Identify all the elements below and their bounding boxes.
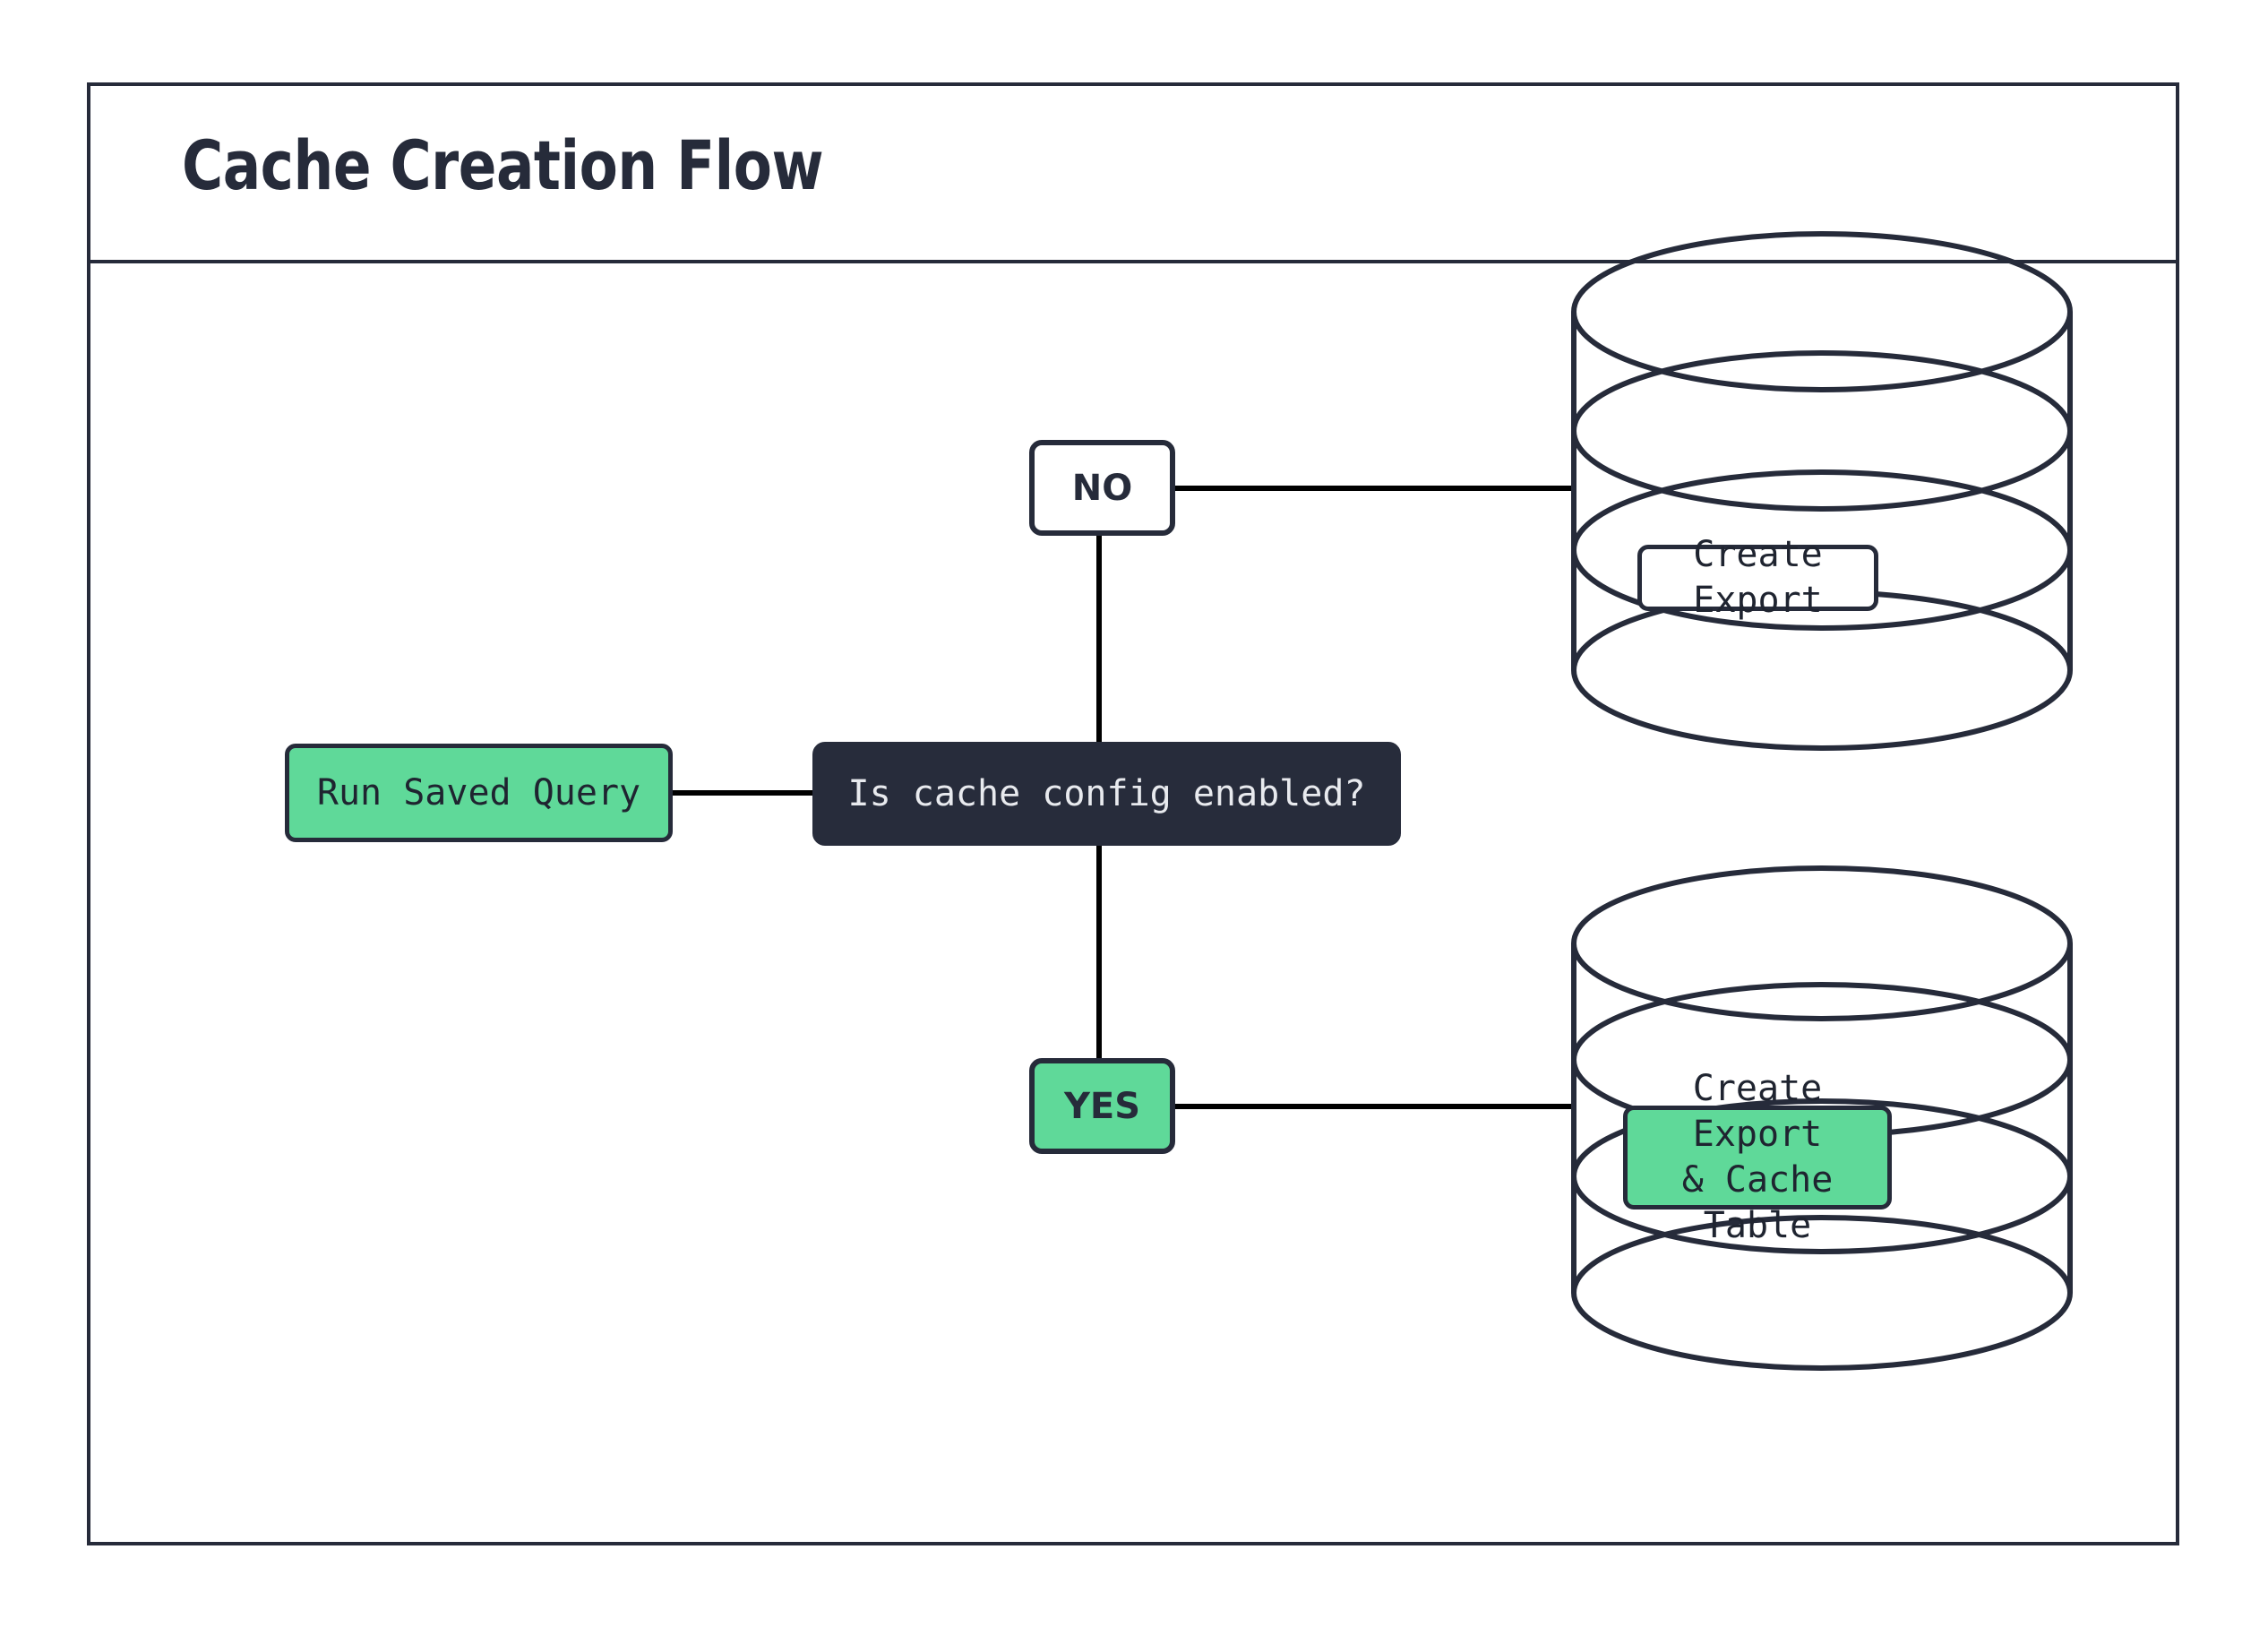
database-cylinder-create-export-cache-table[interactable] [1571, 865, 2073, 1371]
cylinder-label-create-export-cache-table[interactable]: Create Export & Cache Table [1623, 1068, 1892, 1246]
database-icon [1571, 231, 2073, 751]
branch-label-yes[interactable]: YES [1029, 1058, 1175, 1154]
node-decision-is-cache-config-enabled[interactable]: Is cache config enabled? [812, 742, 1401, 846]
page-title: Cache Creation Flow [182, 125, 824, 205]
diagram-header: Cache Creation Flow [90, 86, 2176, 263]
node-run-saved-query[interactable]: Run Saved Query [285, 744, 673, 842]
diagram-canvas: Run Saved Query Is cache config enabled?… [90, 231, 2176, 1545]
diagram-frame: Cache Creation Flow Run Saved Query Is c… [87, 82, 2179, 1545]
branch-label-no[interactable]: NO [1029, 440, 1175, 536]
database-cylinder-create-export[interactable] [1571, 231, 2073, 751]
cylinder-label-create-export[interactable]: Create Export [1637, 534, 1878, 621]
shape-layer: Run Saved Query Is cache config enabled?… [90, 231, 2176, 1545]
database-icon [1571, 865, 2073, 1371]
